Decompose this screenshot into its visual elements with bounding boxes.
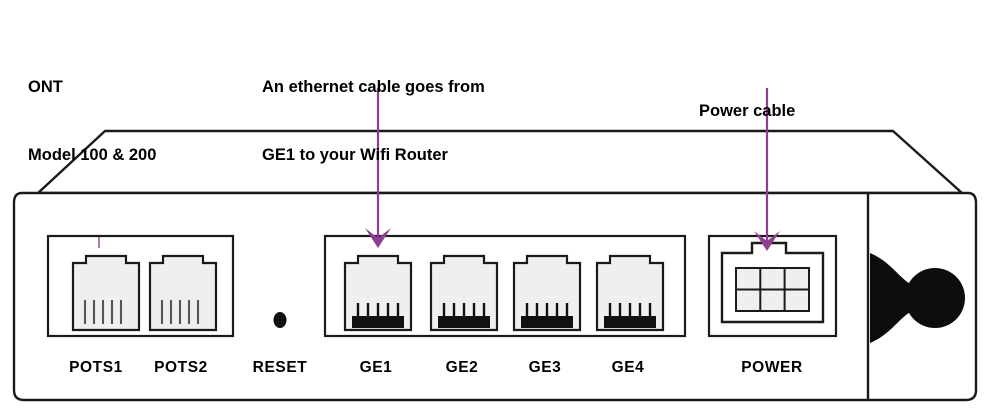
port-pots1[interactable]	[71, 254, 141, 332]
ethernet-cable-annotation: An ethernet cable goes from GE1 to your …	[262, 30, 485, 212]
ge4-jack-body	[595, 254, 665, 332]
chassis-top-face	[36, 129, 964, 195]
port-ge2[interactable]	[429, 254, 499, 332]
ge1-contacts	[356, 303, 400, 318]
ont-model-annotation: ONT Model 100 & 200	[28, 30, 156, 212]
label-ge4: GE4	[612, 359, 645, 376]
label-reset: RESET	[253, 359, 308, 376]
ge-port-group[interactable]	[323, 234, 687, 338]
ge3-contact-bar	[521, 316, 573, 328]
pots-port-group[interactable]	[46, 234, 235, 338]
ge2-jack-body	[429, 254, 499, 332]
port-ge1[interactable]	[343, 254, 413, 332]
port-ge3[interactable]	[512, 254, 582, 332]
label-pots2: POTS2	[154, 359, 208, 376]
ethernet-annotation-line-2: GE1 to your Wifi Router	[262, 145, 448, 164]
power-port-group[interactable]	[707, 234, 838, 338]
ge4-contacts	[608, 303, 652, 318]
ge3-contacts	[525, 303, 569, 318]
pots1-jack-body	[71, 254, 141, 332]
ont-annotation-line-1: ONT	[28, 77, 63, 96]
arrow-to-ge1	[365, 88, 391, 248]
ge1-contact-bar	[352, 316, 404, 328]
ethernet-annotation-line-1: An ethernet cable goes from	[262, 77, 485, 96]
ge4-contact-bar	[604, 316, 656, 328]
label-power: POWER	[741, 359, 803, 376]
reset-button[interactable]	[273, 312, 287, 328]
arrow-to-ge1-head	[365, 228, 391, 248]
label-ge3: GE3	[529, 359, 562, 376]
port-ge4[interactable]	[595, 254, 665, 332]
fiber-connector[interactable]	[870, 253, 965, 343]
fiber-connector-head	[905, 268, 965, 328]
ge2-contacts	[442, 303, 486, 318]
ge2-contact-bar	[438, 316, 490, 328]
pots2-contacts	[160, 300, 200, 324]
arrow-to-power	[754, 88, 780, 251]
power-annotation-line-1: Power cable	[699, 101, 796, 120]
power-cable-annotation: Power cable	[699, 54, 795, 168]
reset-pinhole-icon	[273, 312, 287, 328]
pots1-contacts	[83, 300, 123, 324]
ge3-jack-body	[512, 254, 582, 332]
label-pots1: POTS1	[69, 359, 123, 376]
ge1-jack-body	[343, 254, 413, 332]
pots2-jack-body	[148, 254, 218, 332]
label-ge2: GE2	[446, 359, 479, 376]
port-pots2[interactable]	[148, 254, 218, 332]
label-ge1: GE1	[360, 359, 393, 376]
ont-annotation-line-2: Model 100 & 200	[28, 145, 157, 164]
power-pin-matrix	[735, 267, 810, 312]
arrow-to-power-head	[754, 231, 780, 251]
